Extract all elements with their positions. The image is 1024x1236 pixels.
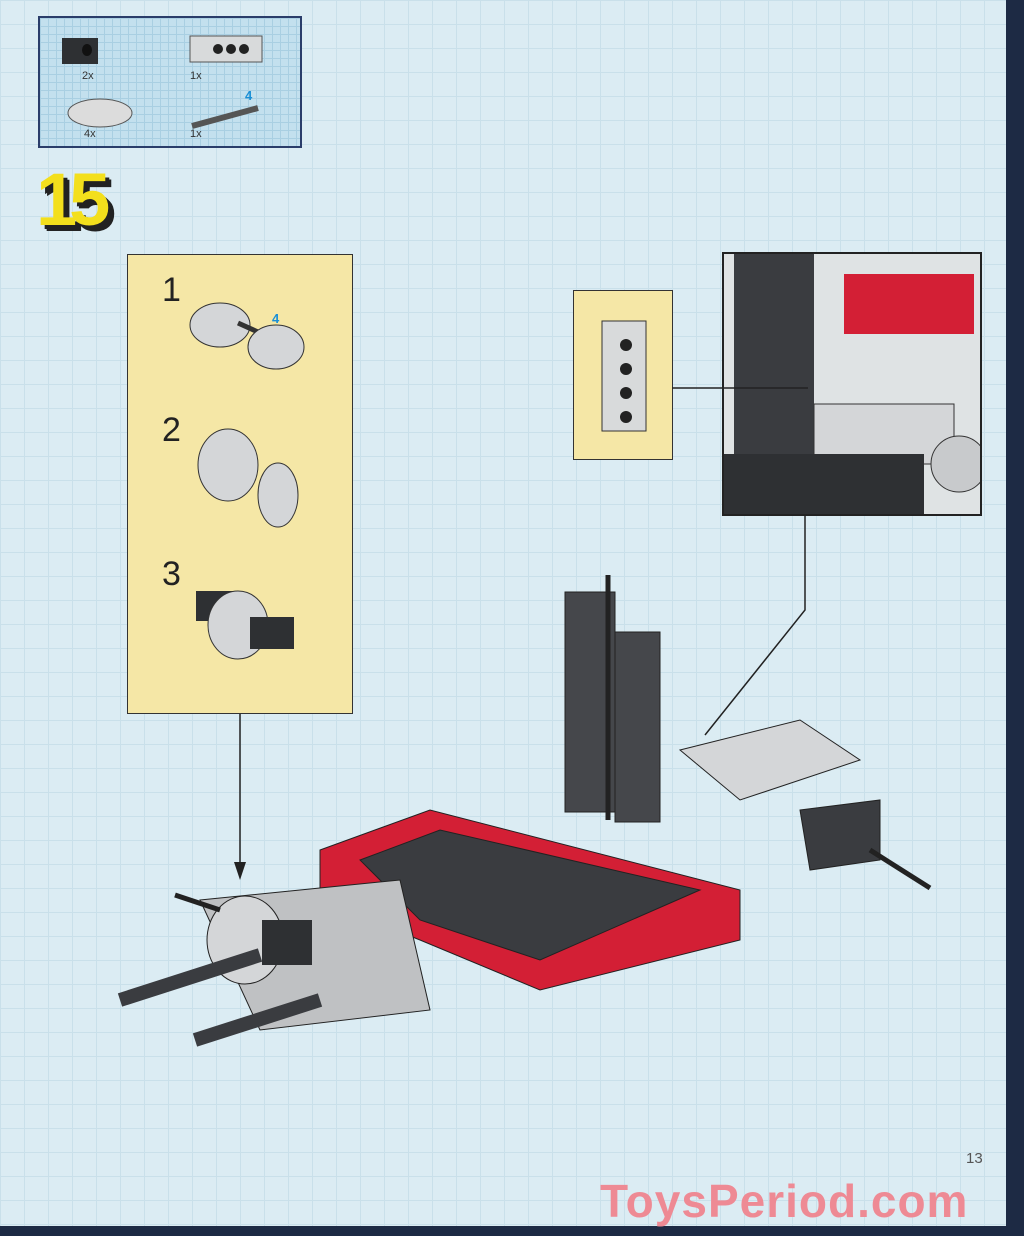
brick-callout — [573, 290, 673, 460]
main-model-illustration — [117, 387, 932, 1047]
part-qty: 2x — [82, 70, 94, 82]
brick-1x4-illustration — [601, 320, 647, 432]
substep-number: 1 — [162, 271, 181, 309]
watermark: ToysPeriod.com — [600, 1175, 969, 1227]
axle-icon — [191, 105, 259, 129]
belt-wheel-icon — [67, 98, 133, 128]
black-brick-icon — [62, 38, 98, 64]
detail-illustration — [724, 254, 980, 514]
part-qty: 4x — [84, 128, 96, 140]
detail-inset — [722, 252, 982, 516]
instruction-page: 2x 1x 4x 1x 4 15 1 2 3 4 — [0, 0, 1006, 1226]
step-number: 15 — [36, 158, 110, 241]
page-number: 13 — [966, 1150, 983, 1167]
substep-illustrations — [189, 302, 305, 660]
parts-illustration — [62, 35, 263, 129]
part-qty: 1x — [190, 70, 202, 82]
substep-number: 3 — [162, 555, 181, 593]
substep-number: 2 — [162, 411, 181, 449]
parts-list-box: 2x 1x 4x 1x 4 — [38, 16, 302, 148]
axle-length: 4 — [245, 88, 253, 103]
part-qty: 1x — [190, 128, 202, 140]
gray-brick-icon — [189, 35, 263, 63]
axle-length: 4 — [272, 311, 280, 326]
substeps-panel: 1 2 3 4 — [127, 254, 353, 714]
